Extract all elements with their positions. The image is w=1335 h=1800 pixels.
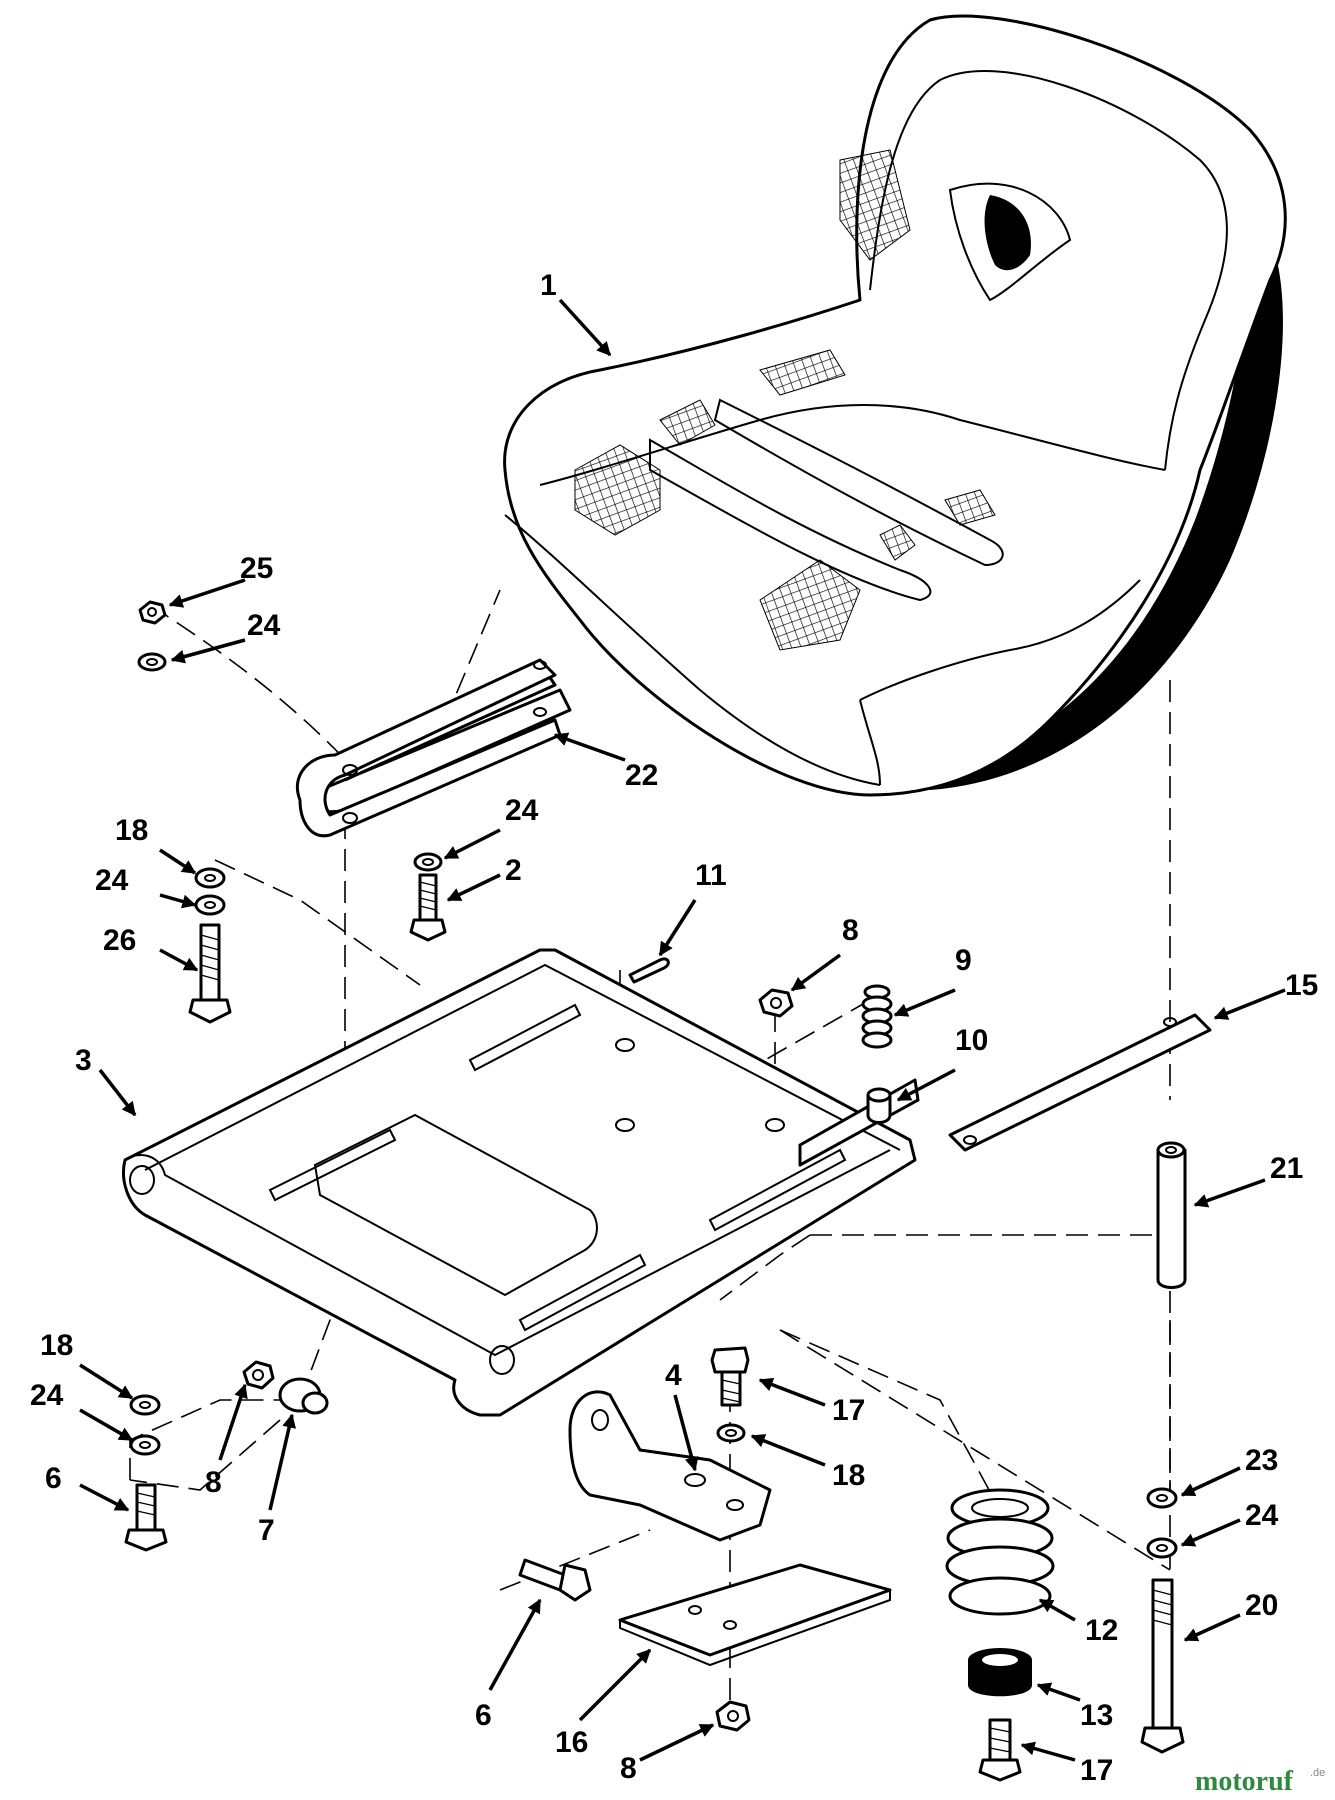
label-washer: 18 [115, 814, 148, 847]
label-cotter-pin: 11 [695, 859, 727, 892]
label-bolt: 6 [475, 1699, 492, 1732]
label-bolt: 2 [505, 854, 522, 887]
label-washer: 23 [1245, 1444, 1278, 1477]
label-seat-pan: 3 [75, 1044, 92, 1077]
label-nut: 8 [620, 1752, 637, 1785]
label-plate: 16 [555, 1726, 588, 1759]
label-bushing: 7 [258, 1514, 275, 1547]
label-spacer: 21 [1270, 1152, 1303, 1185]
label-lockwasher: 24 [505, 794, 539, 827]
seat-hinge [296, 658, 572, 838]
label-lockwasher: 24 [30, 1379, 64, 1412]
small-spring [861, 984, 893, 1049]
label-washer: 18 [832, 1459, 865, 1492]
large-spring [945, 1488, 1055, 1616]
label-bolt: 20 [1245, 1589, 1278, 1622]
label-hinge: 22 [625, 759, 658, 792]
watermark-suffix: .de [1310, 1767, 1325, 1779]
label-washer: 18 [40, 1329, 73, 1362]
label-pin: 10 [955, 1024, 988, 1057]
label-lockwasher: 24 [95, 864, 129, 897]
label-bracket: 4 [665, 1359, 682, 1392]
label-spring: 12 [1085, 1614, 1118, 1647]
label-bolt: 17 [832, 1394, 865, 1427]
label-nut: 25 [240, 552, 273, 585]
label-nut: 8 [842, 914, 859, 947]
watermark-brand: motoruf [1195, 1766, 1294, 1797]
seat-pan [122, 948, 920, 1417]
label-nut: 8 [205, 1466, 222, 1499]
hardware [124, 600, 1212, 1782]
part-labels: 1 25 24 22 24 2 18 24 26 3 11 8 9 10 15 … [30, 269, 1318, 1787]
seat [503, 14, 1287, 797]
label-bumper: 13 [1080, 1699, 1113, 1732]
label-bolt: 6 [45, 1462, 62, 1495]
label-bolt: 17 [1080, 1754, 1113, 1787]
leader-arrows [79, 298, 1286, 1762]
label-lockwasher: 24 [247, 609, 281, 642]
label-lockwasher: 24 [1245, 1499, 1279, 1532]
label-seat: 1 [540, 269, 557, 302]
label-strap: 15 [1285, 969, 1318, 1002]
label-spring: 9 [955, 944, 972, 977]
label-bolt: 26 [103, 924, 136, 957]
